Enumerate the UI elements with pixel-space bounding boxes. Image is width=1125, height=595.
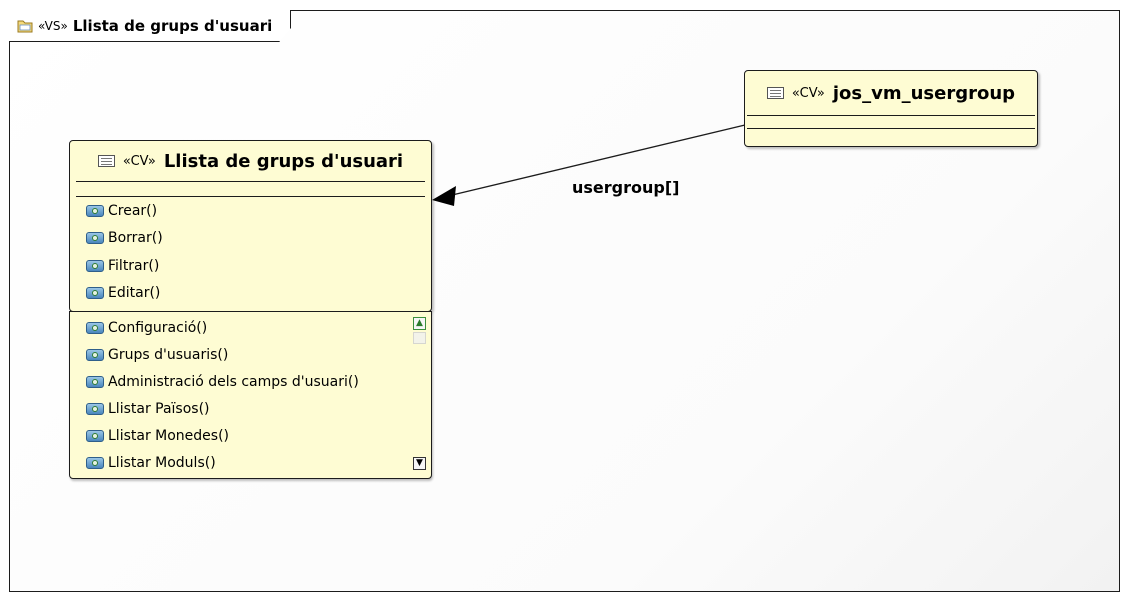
operation-icon bbox=[86, 321, 104, 334]
diagram-frame-tab[interactable]: «VS» Llista de grups d'usuari bbox=[9, 10, 291, 42]
operation-icon bbox=[86, 348, 104, 361]
operations-divider bbox=[76, 196, 425, 197]
operation-icon bbox=[86, 259, 104, 272]
operation-label: Llistar Països() bbox=[108, 400, 210, 417]
operation-grups-usuaris[interactable]: Grups d'usuaris() bbox=[70, 341, 431, 368]
operation-llistar-monedes[interactable]: Llistar Monedes() bbox=[70, 422, 431, 449]
arrow-head-icon bbox=[432, 186, 456, 206]
operations-divider bbox=[747, 128, 1035, 129]
operation-label: Llistar Moduls() bbox=[108, 454, 216, 471]
operation-borrar[interactable]: Borrar() bbox=[70, 225, 431, 253]
operation-icon bbox=[86, 429, 104, 442]
scrollbar-track[interactable] bbox=[413, 332, 426, 344]
operation-label: Grups d'usuaris() bbox=[108, 346, 229, 363]
operation-label: Borrar() bbox=[108, 230, 163, 247]
scroll-up-button[interactable]: ▲ bbox=[413, 317, 426, 330]
operation-llistar-moduls[interactable]: Llistar Moduls() bbox=[70, 449, 431, 476]
operation-editar[interactable]: Editar() bbox=[70, 280, 431, 308]
operation-llistar-paisos[interactable]: Llistar Països() bbox=[70, 395, 431, 422]
operation-filtrar[interactable]: Filtrar() bbox=[70, 252, 431, 280]
class-stereotype: «CV» bbox=[791, 85, 825, 101]
class-name: Llista de grups d'usuari bbox=[163, 150, 404, 172]
class-stereotype: «CV» bbox=[122, 153, 156, 169]
operation-configuracio[interactable]: Configuració() bbox=[70, 314, 431, 341]
operation-icon bbox=[86, 402, 104, 415]
operation-crear[interactable]: Crear() bbox=[70, 197, 431, 225]
operation-administracio-camps[interactable]: Administració dels camps d'usuari() bbox=[70, 368, 431, 395]
class-view-icon bbox=[766, 87, 784, 99]
operation-icon bbox=[86, 232, 104, 245]
operation-label: Editar() bbox=[108, 285, 161, 302]
operations-overflow-panel[interactable]: Configuració() Grups d'usuaris() Adminis… bbox=[69, 311, 432, 479]
attributes-divider bbox=[747, 115, 1035, 116]
operation-label: Llistar Monedes() bbox=[108, 427, 229, 444]
class-jos-vm-usergroup[interactable]: «CV» jos_vm_usergroup bbox=[744, 70, 1038, 147]
frame-stereotype: «VS» bbox=[38, 18, 68, 33]
operation-label: Filtrar() bbox=[108, 257, 160, 274]
frame-title: Llista de grups d'usuari bbox=[72, 16, 273, 35]
operation-icon bbox=[86, 456, 104, 469]
operation-label: Crear() bbox=[108, 202, 158, 219]
class-name: jos_vm_usergroup bbox=[832, 82, 1016, 104]
operation-label: Configuració() bbox=[108, 319, 208, 336]
class-llista-de-grups[interactable]: «CV» Llista de grups d'usuari Crear() Bo… bbox=[69, 140, 432, 312]
operation-label: Administració dels camps d'usuari() bbox=[108, 373, 359, 390]
class-view-icon bbox=[97, 155, 115, 167]
operation-icon bbox=[86, 375, 104, 388]
scroll-down-button[interactable]: ▼ bbox=[413, 457, 426, 470]
operation-icon bbox=[86, 204, 104, 217]
operation-icon bbox=[86, 287, 104, 300]
view-folder-icon bbox=[17, 19, 33, 33]
operations-list: Crear() Borrar() Filtrar() Editar() bbox=[70, 197, 431, 307]
attributes-divider bbox=[76, 181, 425, 182]
association-label: usergroup[] bbox=[572, 178, 680, 197]
